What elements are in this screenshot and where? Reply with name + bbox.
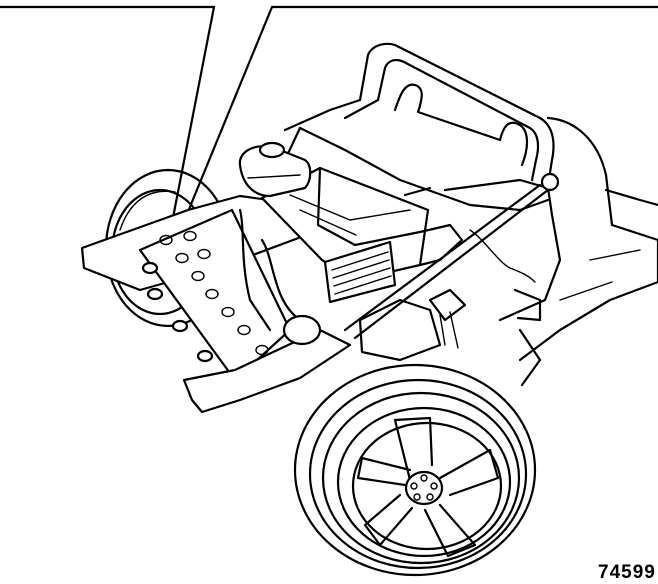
intake-grille (323, 240, 397, 304)
coolant-reservoir (238, 141, 312, 198)
mounting-bolts (141, 261, 214, 363)
wheel-spokes (356, 416, 500, 558)
leader-line-right (176, 5, 274, 238)
lug-nuts (410, 474, 438, 501)
figure-code: 74599 (598, 562, 656, 583)
reservoir-cap (258, 141, 286, 159)
steering-linkage (343, 172, 560, 349)
engine-block (238, 166, 464, 362)
front-crossmember (80, 194, 352, 414)
callout-leaders (0, 5, 658, 238)
strut-top-mount (540, 172, 560, 192)
leader-line-left (168, 5, 216, 235)
roll-bar-frame (283, 42, 555, 187)
rear-body-panel (513, 116, 658, 387)
front-wheel (293, 363, 537, 577)
mounting-holes (159, 230, 269, 356)
